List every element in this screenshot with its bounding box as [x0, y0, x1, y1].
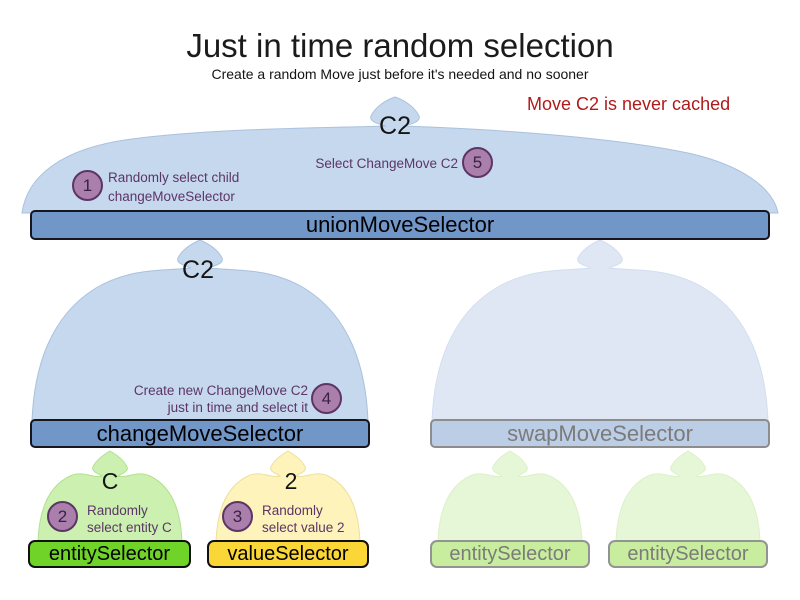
- step-annotation-1: Randomly select child changeMoveSelector: [108, 170, 240, 204]
- change-funnel-arrow-shape: [31, 239, 369, 422]
- swap-funnel-arrow-shape: [431, 239, 769, 422]
- change-flow-label: C2: [182, 256, 214, 284]
- entity-selector-bar: entitySelector: [28, 540, 191, 568]
- value-selector-bar: valueSelector: [207, 540, 369, 568]
- entity-faded-funnel-arrow-shape-left: [437, 450, 583, 543]
- step-badge-2: 2: [47, 501, 78, 532]
- entity-faded-funnel-arrow-shape-right: [615, 450, 761, 543]
- step-annotation-4: Create new ChangeMove C2 just in time an…: [133, 383, 308, 415]
- step-badge-4: 4: [311, 383, 342, 414]
- step-annotation-5: Select ChangeMove C2: [315, 156, 458, 171]
- entity-selector-faded-bar-right: entitySelector: [608, 540, 768, 568]
- step-badge-5: 5: [462, 147, 493, 178]
- page-subtitle: Create a random Move just before it's ne…: [211, 66, 589, 82]
- page-title: Just in time random selection: [186, 27, 614, 64]
- step-annotation-2: Randomly select entity C: [87, 503, 172, 535]
- value-flow-label: 2: [284, 468, 298, 494]
- union-move-selector-bar: unionMoveSelector: [30, 210, 770, 240]
- entity-selector-faded-bar-left: entitySelector: [430, 540, 590, 568]
- step-annotation-3: Randomly select value 2: [262, 503, 345, 535]
- swap-move-selector-bar: swapMoveSelector: [430, 419, 770, 448]
- union-flow-label: C2: [379, 112, 411, 140]
- union-funnel-arrow-shape: [21, 96, 779, 214]
- change-move-selector-bar: changeMoveSelector: [30, 419, 370, 448]
- entity-flow-label: C: [101, 468, 119, 494]
- step-badge-1: 1: [72, 170, 103, 201]
- never-cached-note: Move C2 is never cached: [527, 94, 731, 114]
- step-badge-3: 3: [222, 501, 253, 532]
